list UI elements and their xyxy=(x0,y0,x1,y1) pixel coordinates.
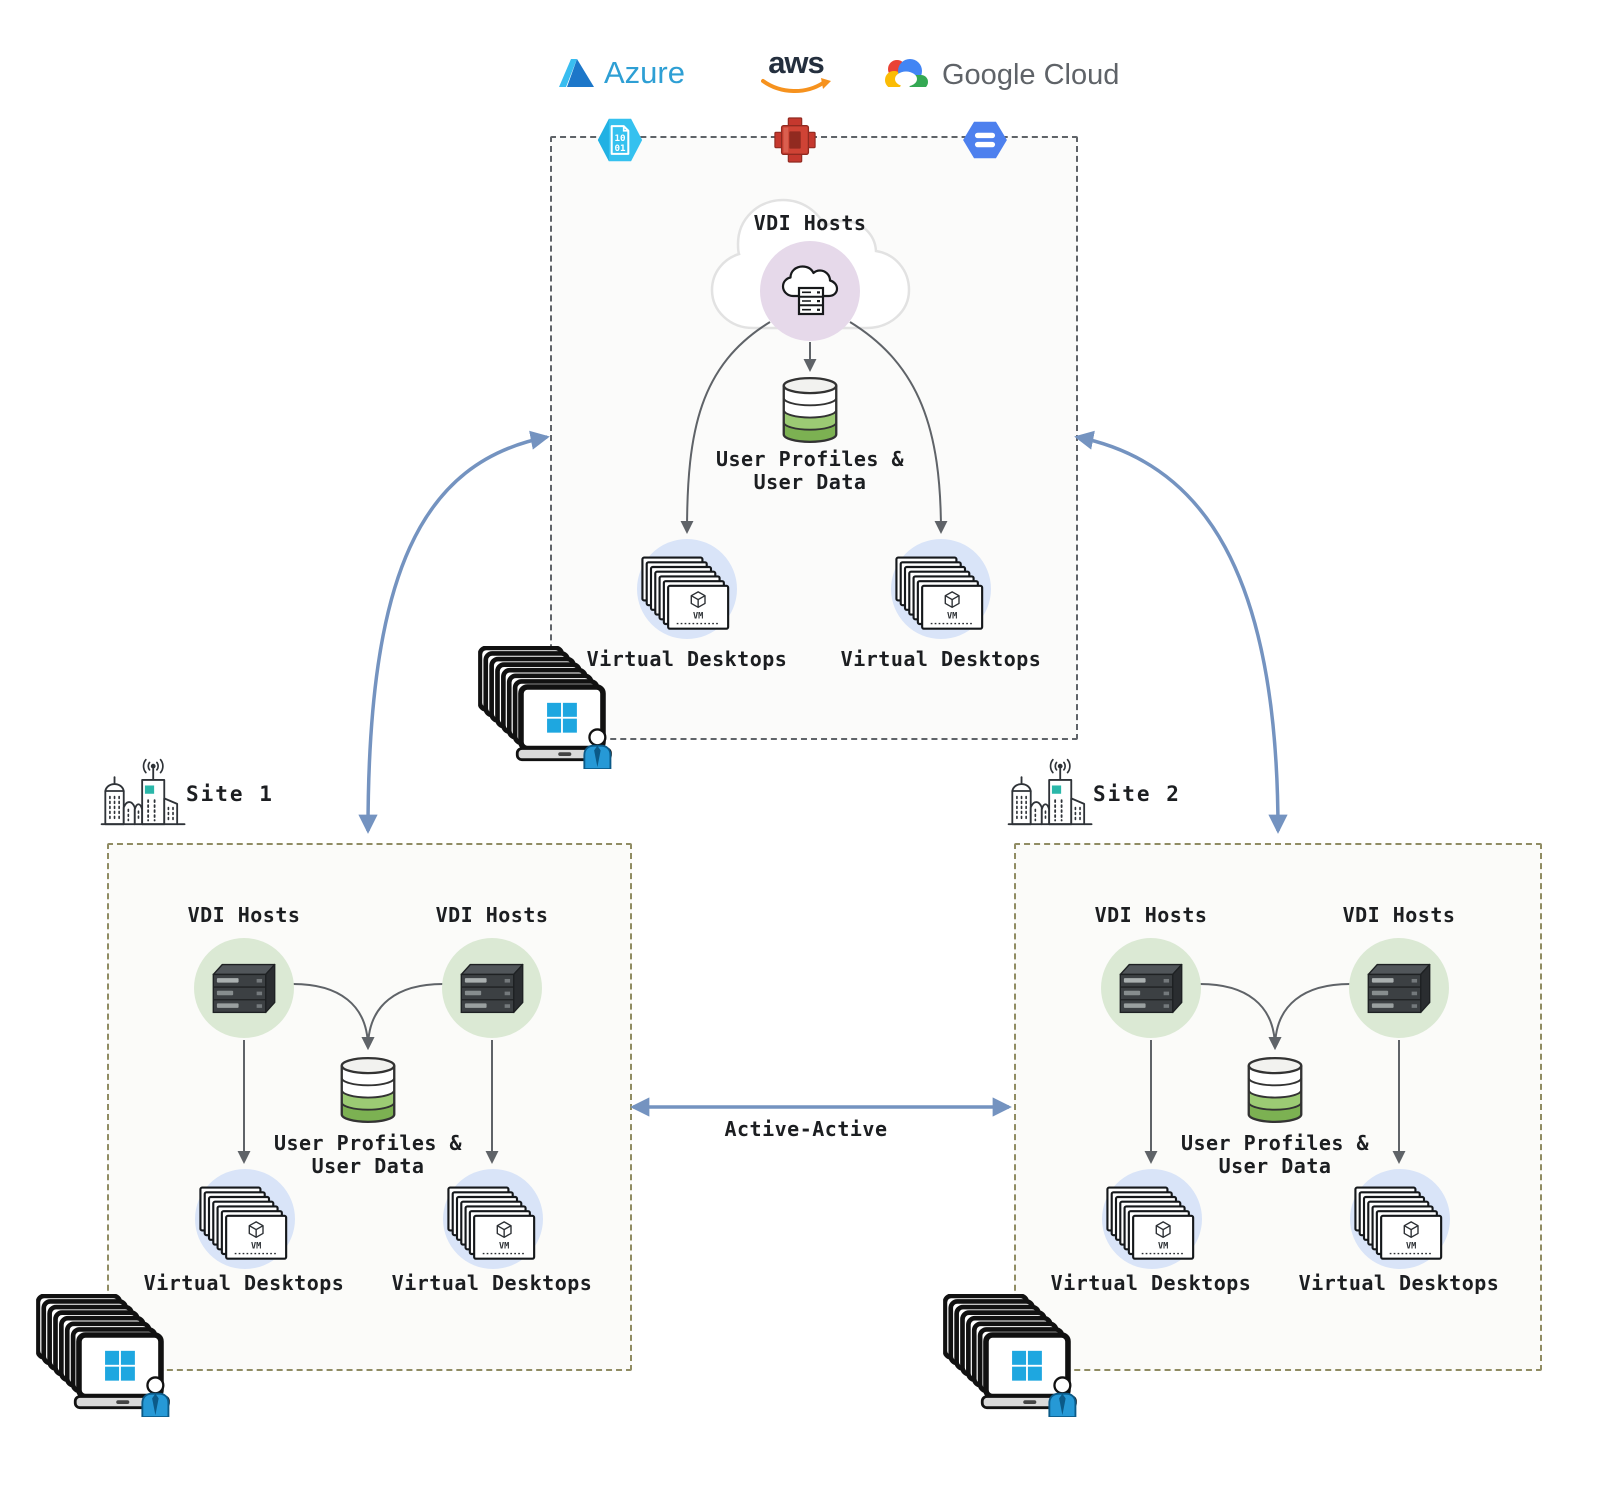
cloud-vd-left-label: Virtual Desktops xyxy=(586,647,788,671)
site2-title: Site 2 xyxy=(1093,782,1181,806)
site2-vdi-host-right-node xyxy=(1349,938,1449,1038)
cloud-vdi-hosts-node xyxy=(760,241,860,341)
site1-vdi-right-label: VDI Hosts xyxy=(435,903,549,927)
site2-virtual-desktops-right-node xyxy=(1350,1169,1450,1269)
site2-vdi-host-left-node xyxy=(1101,938,1201,1038)
site1-endpoint-laptops-icon xyxy=(36,1294,176,1417)
vm-stack-icon xyxy=(445,1178,541,1264)
active-active-label: Active-Active xyxy=(724,1117,888,1141)
azure-logo-icon xyxy=(559,59,594,87)
site2-storage-label: User Profiles & User Data xyxy=(1180,1131,1370,1178)
google-cloud-logo: Google Cloud xyxy=(882,57,1119,93)
azure-logo-text: Azure xyxy=(604,55,685,90)
vm-stack-icon xyxy=(197,1178,293,1264)
server-rack-icon xyxy=(454,960,530,1016)
cloud-vdi-hosts-label: VDI Hosts xyxy=(753,211,867,235)
site1-vdi-host-left-node xyxy=(194,938,294,1038)
site1-virtual-desktops-right-node xyxy=(443,1169,543,1269)
site2-vd-left-label: Virtual Desktops xyxy=(1050,1271,1252,1295)
cloud-storage-label: User Profiles & User Data xyxy=(715,447,905,494)
aws-logo: aws xyxy=(761,45,831,98)
google-cloud-icon xyxy=(882,59,932,93)
site2-database-icon xyxy=(1245,1054,1305,1126)
site1-title: Site 1 xyxy=(186,782,274,806)
site1-vdi-left-label: VDI Hosts xyxy=(187,903,301,927)
server-rack-icon xyxy=(206,960,282,1016)
aws-gateway-icon xyxy=(773,116,817,164)
cloud-database-icon xyxy=(780,374,840,446)
site2-vdi-left-label: VDI Hosts xyxy=(1094,903,1208,927)
site1-vdi-host-right-node xyxy=(442,938,542,1038)
vm-stack-icon xyxy=(1104,1178,1200,1264)
cloud-server-icon xyxy=(780,264,840,318)
site1-virtual-desktops-left-node xyxy=(195,1169,295,1269)
vm-stack-icon xyxy=(893,548,989,634)
aws-smile-icon xyxy=(761,78,831,93)
server-rack-icon xyxy=(1361,960,1437,1016)
site1-building-icon xyxy=(98,756,190,826)
site2-vdi-right-label: VDI Hosts xyxy=(1342,903,1456,927)
cloud-endpoint-laptops-icon xyxy=(478,646,618,769)
aws-logo-text: aws xyxy=(768,45,825,80)
cloud-vd-right-label: Virtual Desktops xyxy=(840,647,1042,671)
gcp-compute-hexagon-icon xyxy=(961,119,1009,161)
site1-vd-right-label: Virtual Desktops xyxy=(391,1271,593,1295)
site1-vd-left-label: Virtual Desktops xyxy=(143,1271,345,1295)
cloud-virtual-desktops-right-node xyxy=(891,539,991,639)
site2-building-icon xyxy=(1005,756,1097,826)
google-cloud-logo-text: Google Cloud xyxy=(942,58,1120,91)
azure-batch-hexagon-icon xyxy=(596,114,644,166)
site1-database-icon xyxy=(338,1054,398,1126)
azure-logo: Azure xyxy=(558,55,685,91)
server-rack-icon xyxy=(1113,960,1189,1016)
site1-storage-label: User Profiles & User Data xyxy=(273,1131,463,1178)
vm-stack-icon xyxy=(639,548,735,634)
cloud-virtual-desktops-left-node xyxy=(637,539,737,639)
vm-stack-icon xyxy=(1352,1178,1448,1264)
site2-virtual-desktops-left-node xyxy=(1102,1169,1202,1269)
site2-endpoint-laptops-icon xyxy=(943,1294,1083,1417)
site2-vd-right-label: Virtual Desktops xyxy=(1298,1271,1500,1295)
